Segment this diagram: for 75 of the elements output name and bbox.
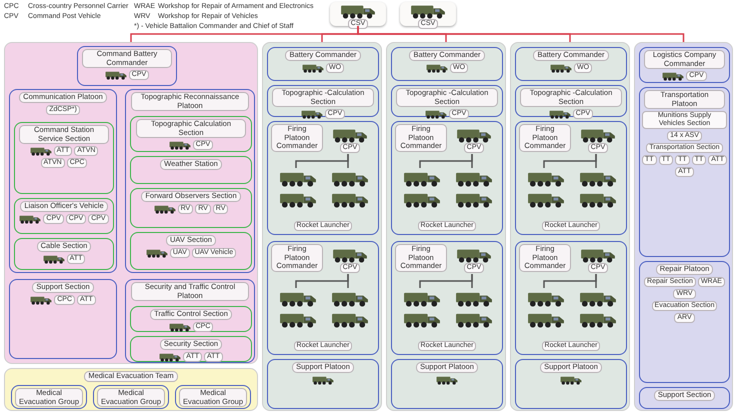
truck-drawing [578,290,618,307]
truck-drawing [578,191,618,208]
unit-box [130,116,252,152]
truck-drawing [402,191,442,208]
unit-box [391,121,503,235]
connector-line [595,274,597,288]
truck-drawing [454,191,494,208]
unit-box [14,238,114,270]
truck-drawing [278,311,318,328]
connector-line [595,154,597,168]
truck-drawing [526,191,566,208]
column-panel [262,42,382,411]
unit-box [14,122,114,194]
unit-box [267,359,379,409]
truck-drawing [278,191,318,208]
unit-box [391,47,503,81]
unit-box [515,85,627,117]
connector-line [471,274,473,288]
unit-box [639,387,730,409]
truck-drawing [454,170,494,187]
unit-box [515,241,627,355]
truck-drawing [330,311,370,328]
truck-drawing [578,311,618,328]
unit-box [9,89,117,273]
unit-box [77,46,177,86]
column-panel [510,42,630,411]
truck-drawing [330,290,370,307]
unit-box [130,188,252,228]
truck-drawing [578,170,618,187]
truck-drawing [402,170,442,187]
unit-box [639,87,730,257]
unit-box [267,47,379,81]
connector-line [347,154,349,168]
unit-box [391,85,503,117]
truck-drawing [402,290,442,307]
unit-box [515,121,627,235]
column-panel [4,368,258,411]
column-panel [386,42,506,411]
unit-box [130,156,252,184]
unit-box [125,89,255,273]
truck-drawing [278,290,318,307]
unit-box [125,279,255,363]
truck-drawing [526,290,566,307]
truck-drawing [330,170,370,187]
connector-line [471,154,473,168]
truck-drawing [278,170,318,187]
column-panel [634,42,733,411]
unit-box [515,47,627,81]
unit-box [93,385,169,409]
unit-box [14,198,114,234]
unit-box [130,306,252,332]
connector-line [347,274,349,288]
truck-drawing [402,311,442,328]
truck-drawing [526,311,566,328]
unit-box [267,241,379,355]
unit-box [11,385,87,409]
unit-box [175,385,251,409]
truck-drawing [454,290,494,307]
unit-box [391,241,503,355]
unit-box [130,232,252,270]
unit-box [515,359,627,409]
column-panel [4,42,258,364]
vehicle-card [330,2,386,26]
vehicle-card [400,2,456,26]
unit-box [267,85,379,117]
unit-box [130,336,252,362]
unit-box [391,359,503,409]
connector-line [357,26,684,42]
unit-box [9,279,117,359]
truck-drawing [526,170,566,187]
unit-box [639,47,730,83]
truck-drawing [454,311,494,328]
unit-box [639,261,730,383]
unit-box [267,121,379,235]
truck-drawing [330,191,370,208]
